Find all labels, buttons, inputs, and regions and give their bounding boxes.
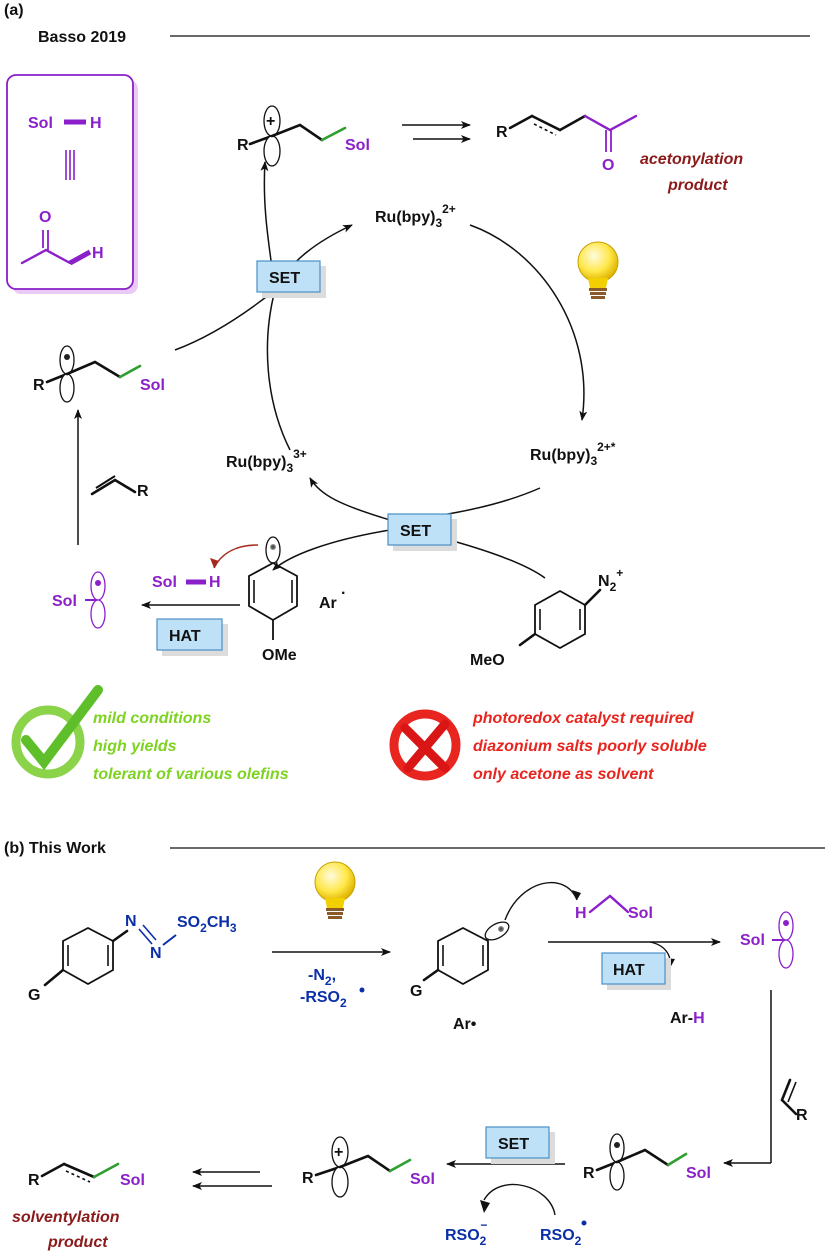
lightbulb-icon bbox=[577, 241, 619, 299]
h-sol-h: H bbox=[575, 905, 587, 922]
diazonium-n2: N2+ bbox=[598, 566, 623, 594]
olefin-b: R bbox=[780, 1078, 808, 1124]
product-b-caption-2: product bbox=[47, 1234, 108, 1251]
con-3: only acetone as solvent bbox=[473, 766, 654, 783]
aryl-dot: · bbox=[341, 585, 346, 602]
panel-b-header: (b) This Work bbox=[4, 840, 106, 857]
panel-a-label: (a) bbox=[4, 2, 24, 19]
panel-a-header: Basso 2019 bbox=[38, 29, 126, 46]
diazonium-meo: MeO bbox=[470, 652, 505, 669]
sol-radical-a: Sol bbox=[52, 571, 106, 629]
rso2-radical: RSO2 bbox=[540, 1227, 582, 1248]
aryl-b-label: Ar• bbox=[453, 1016, 477, 1033]
inset-ketone-h: H bbox=[92, 245, 104, 262]
reagent-n2: N bbox=[150, 945, 162, 962]
inset-sol: Sol bbox=[28, 115, 53, 132]
product-caption-1: acetonylation bbox=[640, 151, 743, 168]
hat-box-a: HAT bbox=[169, 628, 201, 645]
conditions-line1: -N2, bbox=[308, 967, 336, 988]
reagent-so2ch3: SO2CH3 bbox=[177, 914, 237, 935]
aryl-radical-b: G Ar• bbox=[410, 921, 510, 1033]
adduct-r: R bbox=[33, 377, 45, 394]
hat-box-b: HAT bbox=[613, 962, 645, 979]
adduct-b-sol: Sol bbox=[686, 1165, 711, 1182]
conditions-radical-dot bbox=[359, 987, 365, 993]
cross-icon bbox=[389, 709, 461, 781]
cation-sol: Sol bbox=[345, 137, 370, 154]
check-icon bbox=[11, 685, 103, 779]
olefin-r: R bbox=[137, 483, 149, 500]
sol-radical-label: Sol bbox=[52, 593, 77, 610]
ru-ground: Ru(bpy)32+ bbox=[375, 202, 456, 230]
olefin-b-r: R bbox=[796, 1107, 808, 1124]
diazonium-salt: N2+ MeO bbox=[470, 566, 623, 669]
ru-oxidized: Ru(bpy)33+ bbox=[226, 447, 307, 475]
sol-h-sol: Sol bbox=[152, 574, 177, 591]
pro-2: high yields bbox=[93, 738, 177, 755]
reagent-n1: N bbox=[125, 913, 137, 930]
ru-excited: Ru(bpy)32+* bbox=[530, 440, 616, 468]
cation-charge: + bbox=[266, 113, 275, 130]
product-b-sol: Sol bbox=[120, 1172, 145, 1189]
radical-adduct-b: R Sol bbox=[583, 1133, 711, 1191]
sol-radical-b-label: Sol bbox=[740, 932, 765, 949]
acetonylation-product: R O acetonylation product bbox=[496, 114, 743, 194]
reagent-g: G bbox=[28, 987, 40, 1004]
pro-1: mild conditions bbox=[93, 710, 211, 727]
cation-b-sol: Sol bbox=[410, 1171, 435, 1188]
rso2-radical-dot bbox=[581, 1220, 587, 1226]
set-box-mid: SET bbox=[400, 523, 431, 540]
cation-radical-a: R + Sol bbox=[237, 105, 370, 167]
lightbulb-icon-b bbox=[314, 861, 356, 919]
radical-adduct-a: R Sol bbox=[33, 345, 165, 403]
olefin-a: R bbox=[90, 475, 149, 500]
con-1: photoredox catalyst required bbox=[472, 710, 695, 727]
product-caption-2: product bbox=[667, 177, 728, 194]
sol-h-h: H bbox=[209, 574, 221, 591]
set-box-b: SET bbox=[498, 1136, 529, 1153]
inset-h: H bbox=[90, 115, 102, 132]
aryl-radical-a: OMe Ar · bbox=[248, 536, 346, 664]
h-sol-sol: Sol bbox=[628, 905, 653, 922]
product-b-caption-1: solventylation bbox=[12, 1209, 120, 1226]
azo-sulfone-reagent: G N N SO2CH3 bbox=[28, 913, 237, 1004]
set-box-top: SET bbox=[269, 270, 300, 287]
aryl-label: Ar bbox=[319, 595, 337, 612]
product-o: O bbox=[602, 157, 614, 174]
cation-r: R bbox=[237, 137, 249, 154]
adduct-b-r: R bbox=[583, 1165, 595, 1182]
con-2: diazonium salts poorly soluble bbox=[473, 738, 707, 755]
aryl-b-g: G bbox=[410, 983, 422, 1000]
solventylation-product: R Sol solventylation product bbox=[12, 1162, 145, 1251]
conditions-line2: -RSO2 bbox=[300, 989, 347, 1010]
inset-ketone-o: O bbox=[39, 209, 51, 226]
cation-b-charge: + bbox=[334, 1144, 343, 1161]
aryl-ome: OMe bbox=[262, 647, 297, 664]
cation-b-r: R bbox=[302, 1170, 314, 1187]
sol-radical-b: Sol bbox=[740, 911, 794, 969]
adduct-sol: Sol bbox=[140, 377, 165, 394]
solvent-inset: Sol H O H bbox=[6, 74, 138, 294]
product-r: R bbox=[496, 124, 508, 141]
pro-3: tolerant of various olefins bbox=[93, 766, 289, 783]
cation-b: R + Sol bbox=[302, 1136, 435, 1198]
ar-h: Ar-H bbox=[670, 1010, 705, 1027]
product-b-r: R bbox=[28, 1172, 40, 1189]
rso2-minus: RSO2− bbox=[445, 1218, 487, 1248]
